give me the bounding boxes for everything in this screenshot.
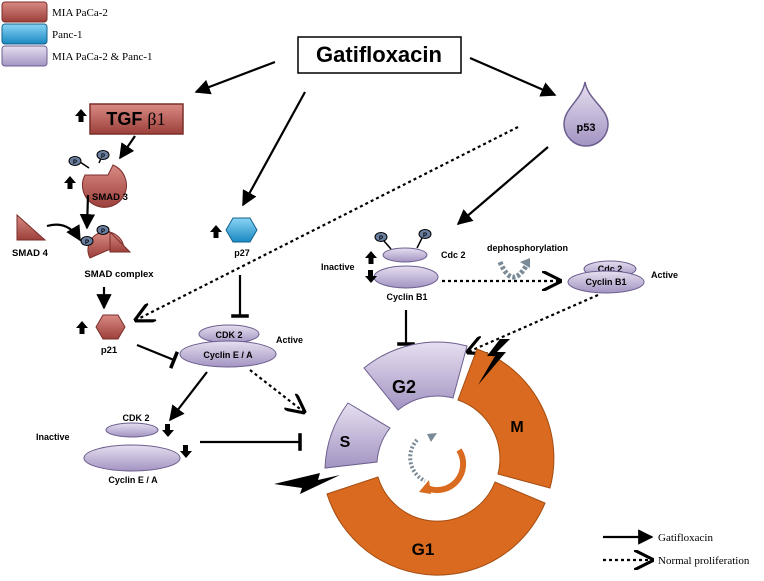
dephosphorylation-label: dephosphorylation [487,243,568,253]
cyclin-ea-inactive-ellipse [83,444,181,472]
smad4-label: SMAD 4 [12,248,49,259]
cyclin-b1-active-ellipse [567,270,645,294]
arrow-smad4-to-complex [46,223,81,242]
arrow-gati-to-tgf [194,60,276,95]
phase-s: S [340,434,351,451]
svg-text:P: P [379,236,383,242]
inhibit-p21-to-cdk2 [136,343,179,369]
smad4-node [16,213,47,241]
legend-label-both: MIA PaCa-2 & Panc-1 [52,51,153,63]
legend-swatch-panc [1,23,48,45]
arrow-smad3-to-complex [79,194,96,230]
gatifloxacin-title: Gatifloxacin [316,42,442,67]
legend-label-panc: Panc-1 [52,29,83,41]
segment-s [324,402,391,469]
p21-label: p21 [101,345,118,356]
smad3-label: SMAD 3 [92,192,128,203]
cdc2-active-state: Active [651,270,678,280]
segment-g1 [326,476,546,576]
legend-dotted-label: Normal proliferation [658,555,750,567]
svg-text:P: P [101,229,105,235]
arrow-tgf-to-smad3 [119,135,136,160]
arrow-gati-to-p53 [469,56,557,97]
up-arrow-p21 [76,321,88,334]
smad3-node: P P [68,150,127,208]
arrow-gati-to-p27 [242,91,306,207]
cell-cycle [324,341,555,576]
svg-text:P: P [101,154,105,160]
down-arrow-cyclin-b1 [365,270,377,283]
cyclin-b1-inactive-ellipse [373,265,439,289]
phospho-icon [418,229,432,239]
legend-solid-label: Gatifloxacin [658,532,713,544]
cycle-arrow-inner [408,438,426,483]
cdc2-inactive-state: Inactive [321,262,355,272]
cdk2-active-state: Active [276,335,303,345]
up-arrow-smad3 [64,176,76,189]
phospho-icon [80,236,94,246]
cdk2-inactive-label: CDK 2 [122,413,149,423]
legend: MIA PaCa-2 Panc-1 MIA PaCa-2 & Panc-1 [1,1,153,67]
cyclin-ea-inactive-label: Cyclin E / A [108,475,158,485]
tgf-beta1-label: TGF β1 [106,109,165,129]
p53-label: p53 [577,122,596,134]
tgf-beta1-box [89,103,184,135]
cyclin-ea-active-label: Cyclin E / A [203,350,253,360]
svg-text:P: P [85,240,89,246]
cdk2-active-label: CDK 2 [215,330,242,340]
phospho-icon [96,225,110,235]
up-arrow-cdc2 [365,251,377,264]
dotted-cdk2-to-s [249,369,304,412]
arrow-p53-to-cdc2 [456,146,549,226]
smad-complex-label: SMAD complex [84,269,154,280]
segment-g2 [363,341,468,411]
phase-g1: G1 [412,540,435,559]
dotted-active-to-m [468,293,599,352]
legend-label-mia: MIA PaCa-2 [52,7,108,19]
segment-m [457,348,555,489]
phase-m: M [510,419,523,436]
cyclin-ea-active-ellipse [179,340,277,368]
cdc2-active-label: Cdc 2 [598,264,623,274]
cyclin-b1-active-label: Cyclin B1 [585,277,626,287]
p27-hexagon [225,217,258,243]
lightning-bolt-icon [274,473,340,494]
cyclin-b1-inactive-label: Cyclin B1 [386,292,427,302]
phase-g2: G2 [392,377,416,397]
svg-text:P: P [423,233,427,239]
p21-hexagon [95,314,126,340]
up-arrow-p27 [210,225,222,238]
phospho-icon [374,232,388,242]
smad-complex-node: P P [80,225,132,259]
svg-text:P: P [73,160,77,166]
down-arrow-cdk2 [162,424,174,437]
phospho-icon [96,150,110,160]
legend-swatch-mia [1,1,48,23]
cdc2-inactive-node: P P [374,229,432,263]
p27-label: p27 [234,248,250,258]
arrow-cdk2-to-inactive [169,371,208,422]
lightning-bolt-icon [478,339,510,385]
legend-swatch-both [1,45,48,67]
up-arrow-tgf [75,109,87,122]
gatifloxacin-box [297,36,462,74]
cdc2-inactive-label: Cdc 2 [441,250,466,260]
cdk2-inactive-ellipse [105,422,159,438]
dotted-p53-to-p21 [136,126,519,320]
cycle-arrow-orange [425,448,467,493]
down-arrow-cyclin-ea [180,445,192,458]
cdk2-inactive-state: Inactive [36,432,70,442]
dephosphorylation-arrow [497,260,529,280]
p53-droplet [563,81,609,147]
phospho-icon [68,156,82,166]
